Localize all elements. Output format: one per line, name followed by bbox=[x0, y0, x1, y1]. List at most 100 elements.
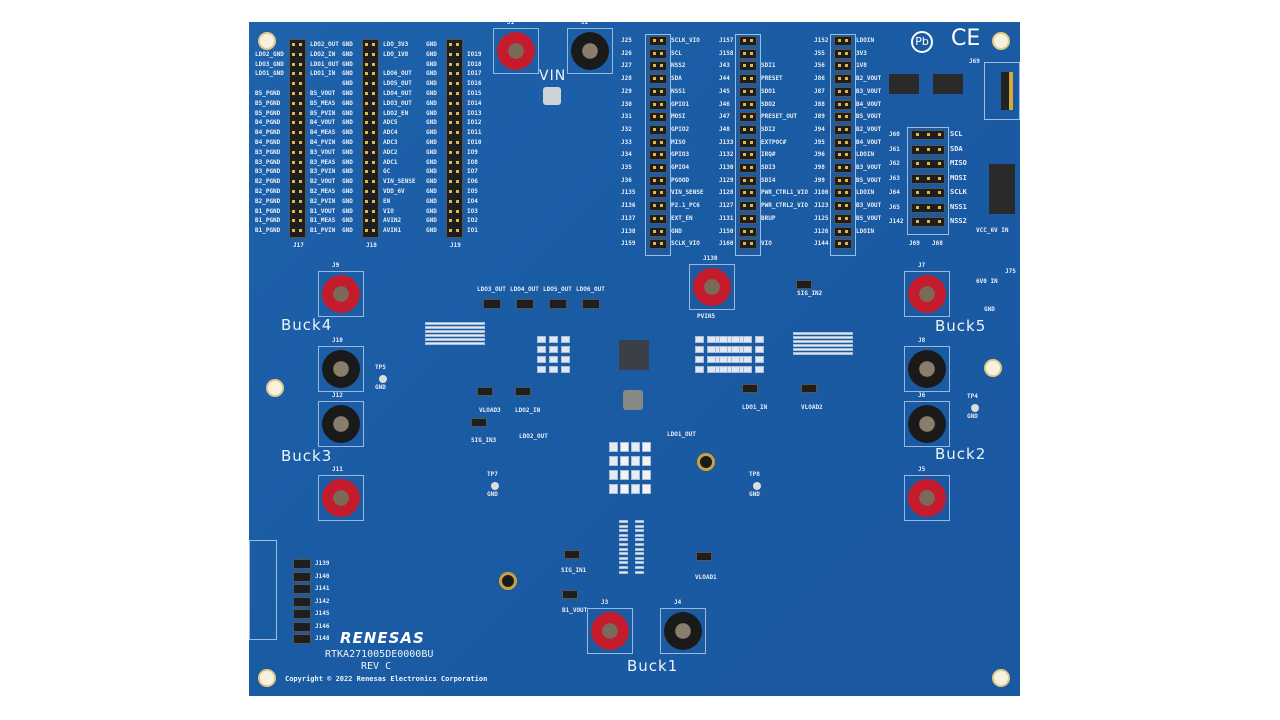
jumper-pin[interactable] bbox=[660, 51, 663, 55]
header-pin[interactable] bbox=[372, 209, 375, 213]
jumper-j150[interactable] bbox=[739, 226, 757, 237]
jumper-j126[interactable] bbox=[834, 226, 852, 237]
header-pin[interactable] bbox=[299, 121, 302, 125]
jumper-pin[interactable] bbox=[845, 89, 848, 93]
jumper-pin[interactable] bbox=[660, 216, 663, 220]
jumper-j34[interactable] bbox=[649, 150, 667, 161]
binding-post-j10[interactable] bbox=[318, 346, 364, 392]
jumper-j95[interactable] bbox=[834, 137, 852, 148]
header-pin[interactable] bbox=[365, 229, 368, 233]
header-pin[interactable] bbox=[449, 92, 452, 95]
jumper-pin[interactable] bbox=[660, 204, 663, 208]
header-pin[interactable] bbox=[365, 170, 368, 174]
jumper-pin[interactable] bbox=[653, 191, 656, 195]
jumper-j140[interactable] bbox=[293, 571, 311, 582]
jumper-j131[interactable] bbox=[739, 213, 757, 224]
header-pin[interactable] bbox=[449, 141, 452, 144]
jumper-pin[interactable] bbox=[938, 147, 941, 151]
jumper-j94[interactable] bbox=[834, 124, 852, 135]
header-pin[interactable] bbox=[372, 101, 375, 105]
jumper-pin[interactable] bbox=[743, 140, 746, 144]
header-pin[interactable] bbox=[365, 43, 368, 46]
header-pin[interactable] bbox=[372, 111, 375, 115]
header-pin[interactable] bbox=[365, 199, 368, 203]
jumper-j144[interactable] bbox=[834, 239, 852, 250]
jumper-j148[interactable] bbox=[293, 634, 311, 644]
jumper-pin[interactable] bbox=[845, 39, 848, 42]
jumper-pin[interactable] bbox=[845, 204, 848, 208]
header-pin[interactable] bbox=[299, 150, 302, 154]
jumper-pin[interactable] bbox=[743, 242, 746, 246]
jumper-ldo-out[interactable] bbox=[483, 299, 501, 309]
binding-post-j4[interactable] bbox=[660, 608, 706, 654]
jumper-pin[interactable] bbox=[838, 64, 841, 68]
jumper-pin[interactable] bbox=[660, 191, 663, 195]
jumper-j135[interactable] bbox=[649, 188, 667, 199]
jumper-pin[interactable] bbox=[750, 39, 753, 42]
jumper-j48[interactable] bbox=[739, 124, 757, 135]
jumper-pin[interactable] bbox=[653, 64, 656, 68]
header-pin[interactable] bbox=[365, 160, 368, 164]
jumper-small[interactable] bbox=[515, 387, 531, 396]
binding-post-j9[interactable] bbox=[318, 271, 364, 317]
jumper-pin[interactable] bbox=[838, 140, 841, 144]
header-pin[interactable] bbox=[365, 131, 368, 135]
binding-post-j1[interactable] bbox=[493, 28, 539, 74]
jumper-pin[interactable] bbox=[927, 133, 930, 136]
header-pin[interactable] bbox=[292, 141, 295, 144]
jumper-ldo-out[interactable] bbox=[582, 299, 600, 309]
header-pin[interactable] bbox=[449, 150, 452, 154]
header-pin[interactable] bbox=[292, 131, 295, 135]
binding-post-j7[interactable] bbox=[904, 271, 950, 317]
jumper-pin[interactable] bbox=[845, 140, 848, 144]
header-pin[interactable] bbox=[299, 43, 302, 46]
header-pin[interactable] bbox=[449, 170, 452, 174]
jumper-pin[interactable] bbox=[653, 204, 656, 208]
header-pin[interactable] bbox=[365, 82, 368, 86]
jumper-pin[interactable] bbox=[838, 242, 841, 246]
jumper-pin[interactable] bbox=[750, 216, 753, 220]
header-pin[interactable] bbox=[456, 150, 459, 154]
header-pin[interactable] bbox=[449, 180, 452, 184]
binding-post-j2[interactable] bbox=[567, 28, 613, 74]
header-pin[interactable] bbox=[299, 180, 302, 184]
jumper-j137[interactable] bbox=[649, 213, 667, 224]
jumper-pin[interactable] bbox=[653, 216, 656, 220]
jumper-pin[interactable] bbox=[845, 102, 848, 106]
jumper-pin[interactable] bbox=[743, 51, 746, 55]
binding-post-j5[interactable] bbox=[904, 475, 950, 521]
jumper-pin[interactable] bbox=[653, 140, 656, 144]
jumper-frame[interactable] bbox=[645, 34, 671, 256]
jumper-pin[interactable] bbox=[660, 39, 663, 42]
jumper-pin[interactable] bbox=[743, 102, 746, 106]
jumper-small[interactable] bbox=[477, 387, 493, 396]
header-pin[interactable] bbox=[365, 180, 368, 184]
jumper-j30[interactable] bbox=[649, 99, 667, 110]
jumper-pin[interactable] bbox=[743, 64, 746, 68]
jumper-small[interactable] bbox=[696, 552, 712, 561]
jumper-j146[interactable] bbox=[293, 621, 311, 632]
header-pin[interactable] bbox=[372, 52, 375, 56]
jumper-j44[interactable] bbox=[739, 74, 757, 85]
jumper-pin[interactable] bbox=[653, 242, 656, 246]
header-pin[interactable] bbox=[365, 150, 368, 154]
jumper-j31[interactable] bbox=[649, 112, 667, 123]
jumper-j98[interactable] bbox=[834, 163, 852, 173]
jumper-pin[interactable] bbox=[660, 178, 663, 182]
jumper-pin[interactable] bbox=[750, 204, 753, 208]
jumper-pin[interactable] bbox=[838, 216, 841, 220]
jumper-pin[interactable] bbox=[916, 220, 919, 223]
jumper-small[interactable] bbox=[801, 384, 817, 393]
jumper-j128[interactable] bbox=[739, 188, 757, 199]
header-pin[interactable] bbox=[456, 219, 459, 223]
header-pin[interactable] bbox=[372, 199, 375, 203]
jumper-pin[interactable] bbox=[653, 39, 656, 42]
header-pin[interactable] bbox=[292, 209, 295, 213]
header-pin[interactable] bbox=[372, 190, 375, 193]
jumper-pin[interactable] bbox=[750, 115, 753, 119]
header-pin[interactable] bbox=[299, 101, 302, 105]
header-pin[interactable] bbox=[449, 199, 452, 203]
jumper-pin[interactable] bbox=[845, 178, 848, 182]
jumper-pin[interactable] bbox=[653, 51, 656, 55]
jumper-pin[interactable] bbox=[660, 140, 663, 144]
